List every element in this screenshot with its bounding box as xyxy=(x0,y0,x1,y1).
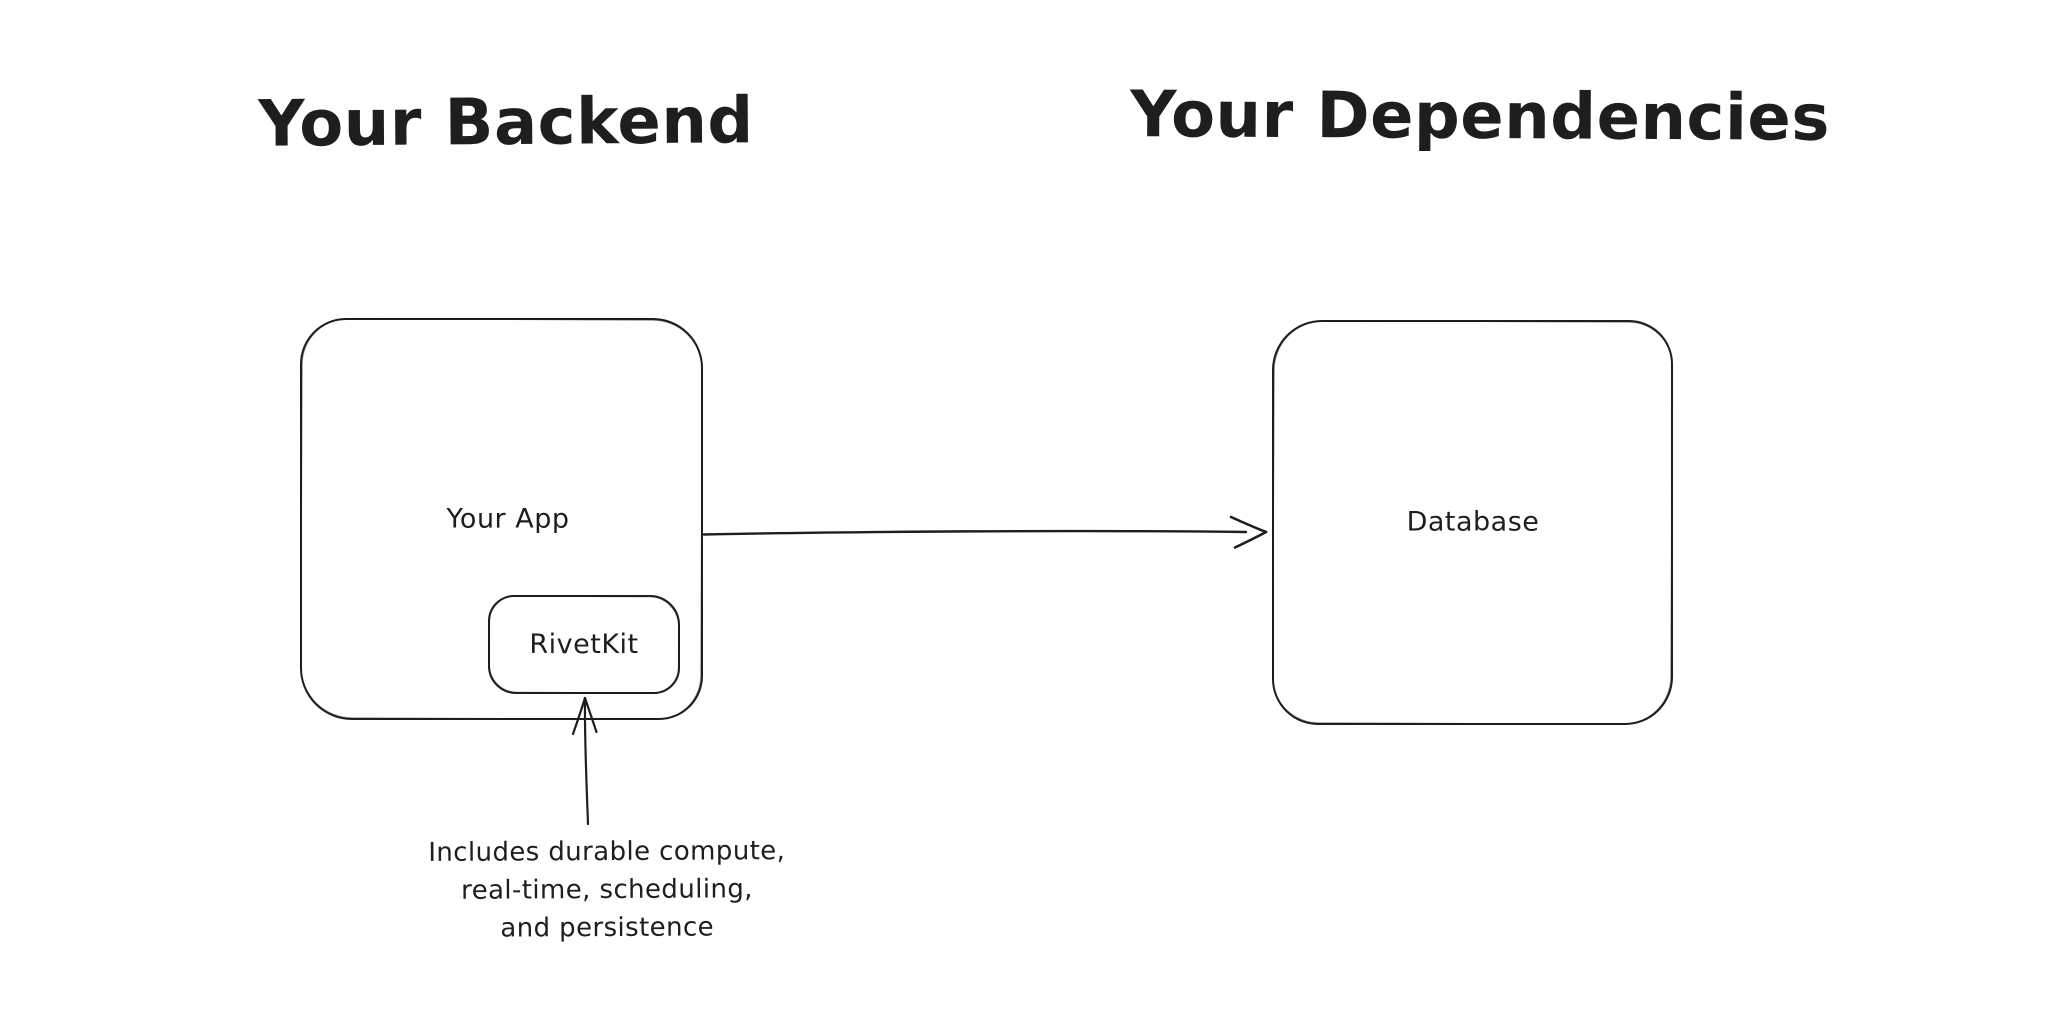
rivetkit-label: RivetKit xyxy=(529,629,639,660)
rivetkit-annotation: Includes durable compute, real-time, sch… xyxy=(428,832,786,948)
database-label: Database xyxy=(1406,506,1540,538)
annotation-line: and persistence xyxy=(500,912,715,944)
database-node xyxy=(1272,320,1673,725)
annotation-line: real-time, scheduling, xyxy=(461,874,753,906)
arrow-app-to-database-icon xyxy=(702,515,1268,549)
backend-section-title: Your Backend xyxy=(258,84,754,162)
dependencies-section-title: Your Dependencies xyxy=(1129,78,1831,156)
rivetkit-node: RivetKit xyxy=(488,595,680,694)
your-app-label: Your App xyxy=(446,503,570,535)
annotation-line: Includes durable compute, xyxy=(428,836,786,868)
